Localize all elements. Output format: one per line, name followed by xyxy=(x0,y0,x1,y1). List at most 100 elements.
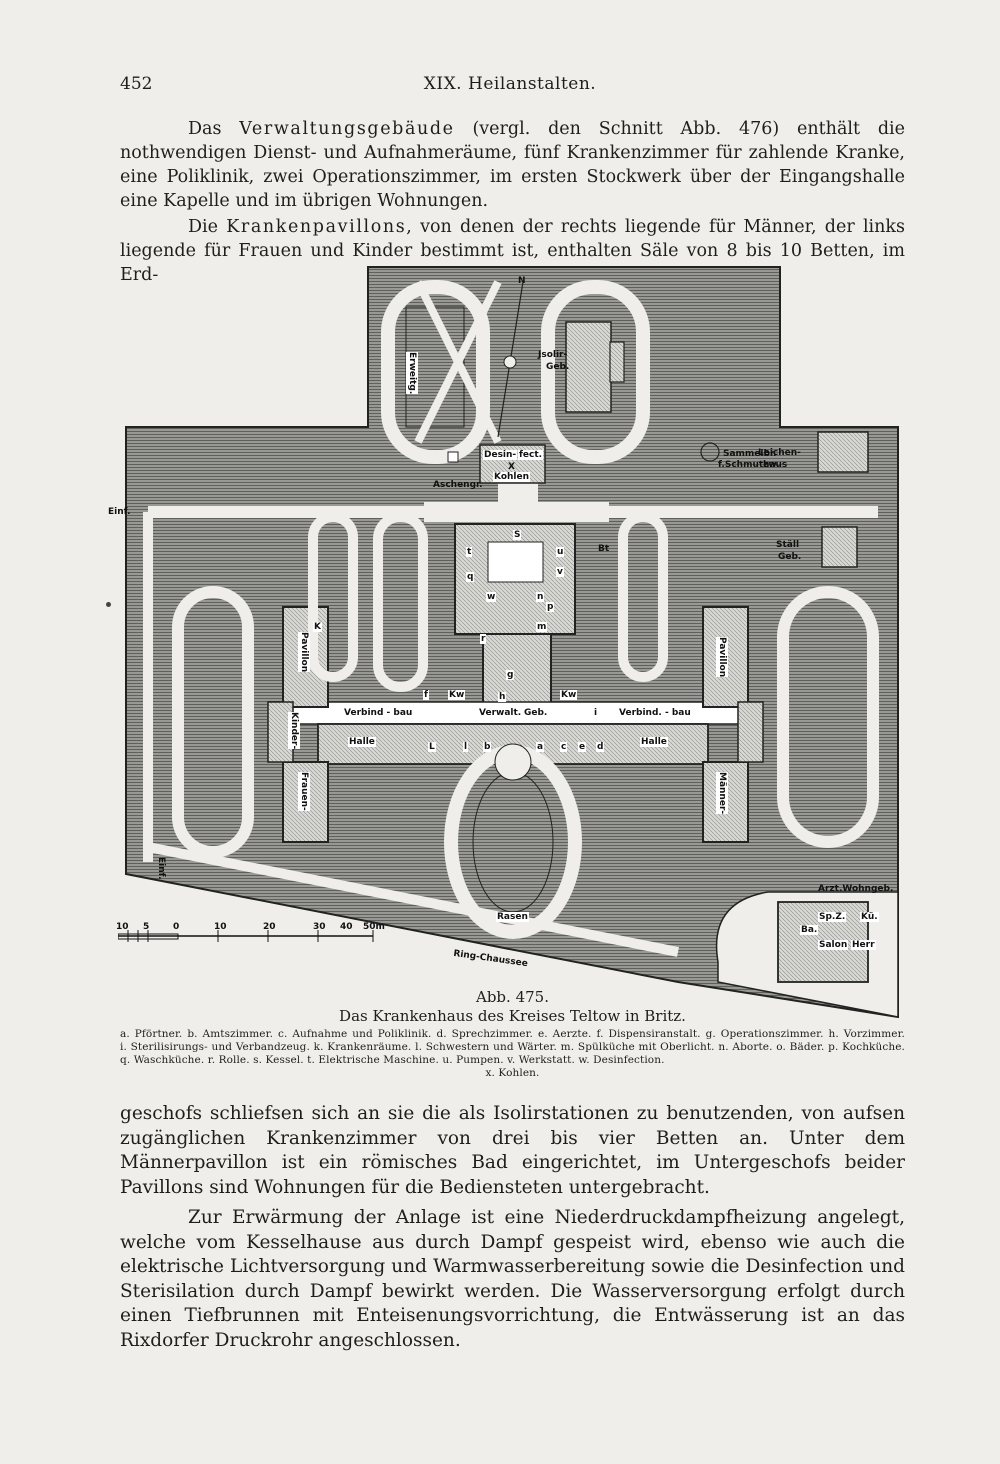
label-f: f xyxy=(423,690,429,700)
label-c: c xyxy=(560,742,568,752)
site-plan-drawing xyxy=(118,266,899,1019)
paragraph-isolation-rooms: geschofs schliefsen sich an sie die als … xyxy=(120,1103,905,1198)
label-leichenhaus-2: haus xyxy=(763,460,788,470)
label-kw-left: Kw xyxy=(448,690,466,700)
label-herr: Herr xyxy=(851,940,876,950)
label-arzt-wohngeb: Arzt.Wohngeb. xyxy=(818,884,894,894)
legend-item: r. Rolle. xyxy=(207,1054,250,1066)
legend-item: k. Krankenräume. xyxy=(313,1041,412,1053)
label-bt: Bt xyxy=(598,544,610,554)
label-halle-right: Halle xyxy=(640,737,668,747)
spaced-term: Krankenpavillons xyxy=(226,217,407,237)
label-isolir-geb: Geb. xyxy=(546,362,570,372)
scale-tick: 0 xyxy=(173,922,180,932)
legend-item: i. Sterilisirungs- und Verbandzeug. xyxy=(120,1041,310,1053)
label-q: q xyxy=(466,572,475,582)
label-v: v xyxy=(556,567,564,577)
label-kinder: Kinder- xyxy=(288,712,300,750)
label-K: K xyxy=(313,622,322,632)
legend-item: p. Kochküche. xyxy=(828,1041,905,1053)
scale-tick: 5 xyxy=(143,922,150,932)
label-rasen: Rasen xyxy=(496,912,529,922)
label-g: g xyxy=(506,670,515,680)
label-x: X xyxy=(508,462,515,472)
label-schmutzw: f.Schmutzw. xyxy=(718,460,780,470)
figure-legend: a. Pförtner. b. Amtszimmer. c. Aufnahme … xyxy=(120,1028,905,1080)
label-n: n xyxy=(536,592,545,602)
label-pavillon-left: Pavillon xyxy=(298,632,310,673)
figure-number: Abb. 475. xyxy=(476,988,549,1006)
label-salon: Salon xyxy=(818,940,849,950)
legend-item: v. Werkstatt. xyxy=(507,1054,575,1066)
label-ba: Ba. xyxy=(800,925,819,935)
legend-item: s. Kessel. xyxy=(253,1054,304,1066)
label-stallgeb: Ställ xyxy=(776,540,800,550)
label-halle-left: Halle xyxy=(348,737,376,747)
label-kue: Kü. xyxy=(860,912,879,922)
scale-tick: 20 xyxy=(263,922,276,932)
label-leichenhaus: Leichen- xyxy=(758,448,801,458)
north-arrow-label: N xyxy=(518,276,526,286)
label-pavillon-right: Pavillon xyxy=(716,637,728,678)
legend-item: c. Aufnahme und Poliklinik. xyxy=(277,1028,432,1040)
label-isolir: Jsolir- xyxy=(538,350,568,360)
legend-item: g. Operationszimmer. xyxy=(705,1028,824,1040)
paragraph-administration-building: Das Verwaltungsgebäude (vergl. den Schni… xyxy=(120,119,905,211)
legend-item: b. Amtszimmer. xyxy=(187,1028,274,1040)
legend-item: l. Schwestern und Wärter. xyxy=(415,1041,557,1053)
margin-mark xyxy=(106,602,111,607)
label-geb: Geb. xyxy=(523,708,549,718)
legend-item: f. Dispensiranstalt. xyxy=(596,1028,701,1040)
label-r: r xyxy=(480,634,487,644)
label-L: L xyxy=(428,742,436,752)
legend-item: t. Elektrische Maschine. xyxy=(307,1054,439,1066)
label-desinfect-2: fect. xyxy=(518,450,544,460)
label-p: p xyxy=(546,602,555,612)
scale-tick: 40 xyxy=(340,922,353,932)
label-maenner: Männer- xyxy=(716,772,728,815)
figure-title: Das Krankenhaus des Kreises Teltow in Br… xyxy=(339,1007,686,1025)
label-w: w xyxy=(486,592,497,602)
label-verbindbau-right: Verbind. - bau xyxy=(618,708,692,718)
scale-tick: 10 xyxy=(116,922,129,932)
label-i: i xyxy=(593,708,599,718)
label-m: m xyxy=(536,622,548,632)
label-verbindbau-left: Verbind - bau xyxy=(343,708,414,718)
label-verwalt: Verwalt. xyxy=(478,708,523,718)
label-desinfect: Desin- xyxy=(483,450,518,460)
legend-item: m. Spülküche mit Oberlicht. xyxy=(560,1041,715,1053)
legend-item: o. Bäder. xyxy=(776,1041,825,1053)
paragraph-heating: Zur Erwärmung der Anlage ist eine Nieder… xyxy=(120,1207,905,1351)
label-kw-right: Kw xyxy=(560,690,578,700)
legend-item: u. Pumpen. xyxy=(442,1054,504,1066)
label-d: d xyxy=(596,742,605,752)
label-a: a xyxy=(536,742,545,752)
scale-tick: 10 xyxy=(214,922,227,932)
label-frauen: Frauen- xyxy=(298,772,310,811)
legend-item: w. Desinfection. xyxy=(578,1054,665,1066)
site-plan-figure: Erweitg. N Jsolir- Geb. Desin- fect. X K… xyxy=(108,262,910,1022)
label-aschengrube: Aschengr. xyxy=(433,480,483,490)
label-u: u xyxy=(556,547,565,557)
label-e: e xyxy=(578,742,587,752)
label-l: l xyxy=(463,742,469,752)
legend-item: e. Aerzte. xyxy=(537,1028,592,1040)
legend-item: a. Pförtner. xyxy=(120,1028,183,1040)
label-t: t xyxy=(466,547,473,557)
running-head: XIX. Heilanstalten. xyxy=(423,74,597,94)
page-header: 452 XIX. Heilanstalten. xyxy=(120,74,900,98)
legend-item: n. Aborte. xyxy=(718,1041,773,1053)
legend-item: d. Sprechzimmer. xyxy=(436,1028,533,1040)
scale-tick: 30 xyxy=(313,922,326,932)
page-number: 452 xyxy=(120,74,153,94)
label-spz: Sp.Z. xyxy=(818,912,847,922)
label-b: b xyxy=(483,742,492,752)
legend-item: q. Waschküche. xyxy=(120,1054,205,1066)
label-s: S xyxy=(513,530,522,540)
label-stallgeb-2: Geb. xyxy=(778,552,802,562)
scale-tick: 50m xyxy=(363,922,385,932)
paragraph-pavilions: Die Krankenpavillons, von denen der rech… xyxy=(120,217,905,285)
label-entrance-bottom: Einf. xyxy=(156,857,166,880)
legend-item-last: x. Kohlen. xyxy=(485,1067,540,1079)
